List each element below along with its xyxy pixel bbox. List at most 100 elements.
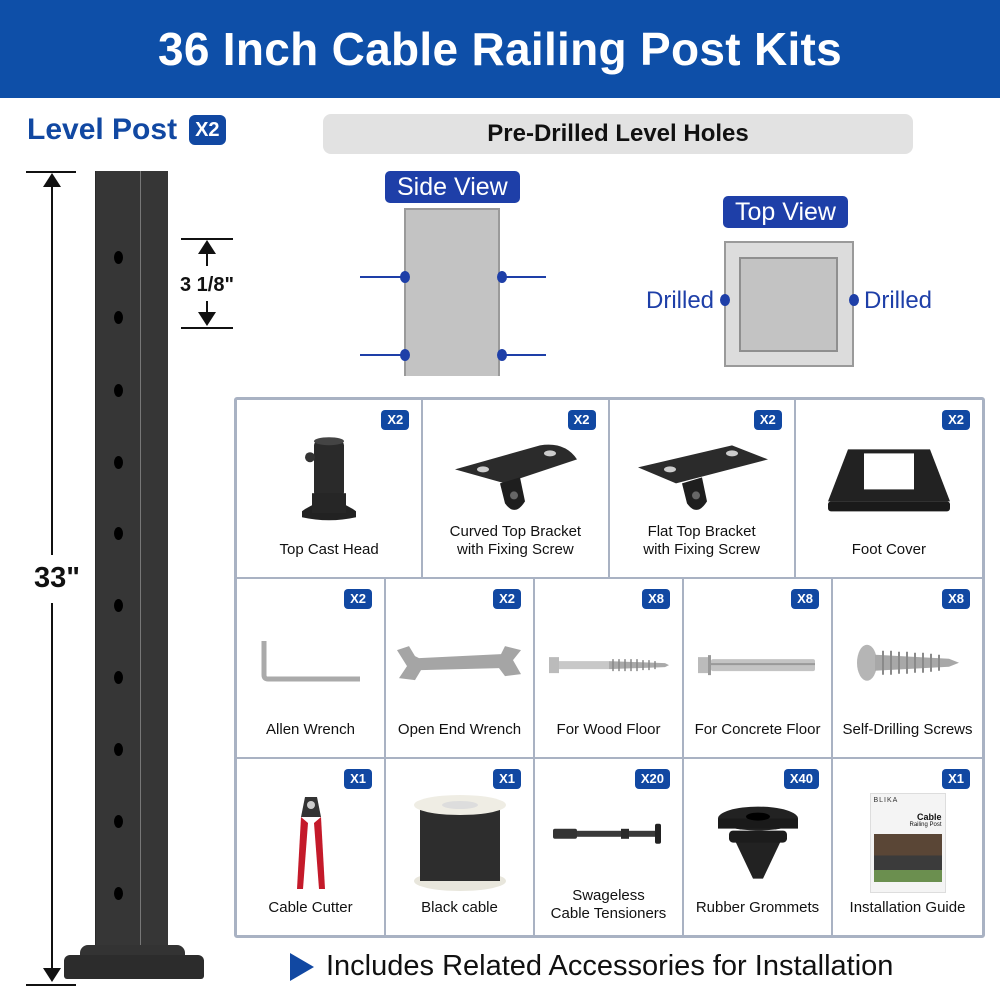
part-cell-black-cable: X1 Black cable [386,759,535,935]
qty-badge: X1 [942,769,970,789]
qty-badge: X20 [634,769,670,789]
part-label: For Concrete Floor [694,721,821,738]
parts-row: X2 Allen Wrench X2 Open End Wrench X8 Fo… [237,579,982,759]
qty-badge: X8 [791,589,819,609]
cable-line [500,276,546,278]
self-drilling-screw-icon [856,644,959,681]
parts-row: X1 Cable Cutter X1 Black cable X20 [237,759,982,935]
part-label: Rubber Grommets [695,899,820,916]
drill-hole-marker [497,271,507,283]
level-post-image [95,171,168,961]
height-arrow-down-icon [43,968,61,982]
top-cast-head-icon [302,436,357,520]
allen-wrench-icon [261,641,360,682]
cable-cutter-icon [296,797,325,889]
spacing-dim-stem-upper [206,252,208,266]
post-hole [114,251,123,264]
top-view-inner-square [739,257,838,352]
part-cell-concrete-floor-anchor: X8 For Concrete Floor [684,579,833,757]
height-dim-bottom-tick [26,984,76,986]
accessories-note: Includes Related Accessories for Install… [290,950,893,983]
qty-badge: X1 [344,769,372,789]
qty-badge: X40 [783,769,819,789]
qty-badge: X8 [942,589,970,609]
part-label: Black cable [421,899,498,916]
spacing-dim-bottom-tick [181,327,233,329]
drill-hole-marker [400,349,410,361]
part-label: Installation Guide [849,899,966,916]
part-cell-top-cast-head: X2 Top Cast Head [237,400,424,577]
part-label: Open End Wrench [397,721,522,738]
part-cell-cable-cutter: X1 Cable Cutter [237,759,386,935]
post-hole [114,384,123,397]
part-label: Cable Cutter [268,899,353,916]
part-cell-open-end-wrench: X2 Open End Wrench [386,579,535,757]
cable-spool-icon [413,795,506,891]
flat-bracket-icon [637,444,768,510]
drill-hole-marker [497,349,507,361]
part-cell-wood-floor-screw: X8 For Wood Floor [535,579,684,757]
level-post-label: Level Post [27,113,178,146]
guide-brand: BLIKA [873,797,899,804]
post-hole [114,743,123,756]
page-title: 36 Inch Cable Railing Post Kits [157,23,843,75]
tensioner-icon [552,823,661,844]
guide-title: Cable [916,812,942,822]
cable-line [360,354,406,356]
side-view-diagram [404,208,500,376]
spacing-arrow-down-icon [198,312,216,326]
accessories-note-text: Includes Related Accessories for Install… [326,950,894,982]
qty-badge: X2 [942,410,970,430]
post-hole [114,527,123,540]
foot-cover-icon [827,448,950,511]
qty-badge: X2 [344,589,372,609]
post-hole [114,815,123,828]
lag-screw-icon [548,657,669,674]
top-view-label: Top View [723,196,848,228]
spacing-dim-stem-lower [206,301,208,313]
part-cell-foot-cover: X2 Foot Cover [796,400,982,577]
guide-subtitle: Railing Post [909,822,942,828]
part-label: Top Cast Head [279,541,379,558]
height-arrow-up-icon [43,173,61,187]
post-base-plate [64,955,204,979]
part-label: Foot Cover [851,541,926,558]
spacing-dimension-label: 3 1/8" [180,274,234,296]
spacing-arrow-up-icon [198,240,216,254]
drill-hole-marker [400,271,410,283]
part-cell-self-drilling-screws: X8 Self-Drilling Screws [833,579,982,757]
level-post-heading: Level Post X2 [27,113,226,147]
post-hole [114,311,123,324]
cable-line [360,276,406,278]
play-triangle-icon [290,952,314,981]
qty-badge: X1 [493,769,521,789]
side-view-label: Side View [385,171,520,203]
qty-badge: X2 [381,410,410,430]
height-dimension-label: 33" [34,562,81,594]
part-label: Self-Drilling Screws [842,721,973,738]
anchor-bolt-icon [697,655,815,676]
height-dim-line-lower [51,603,53,970]
qty-badge: X8 [642,589,670,609]
part-label: For Wood Floor [556,721,661,738]
drill-hole-marker [720,294,730,306]
drilled-label-right: Drilled [864,287,933,314]
cable-line [500,354,546,356]
qty-badge: X2 [753,410,782,430]
grommet-icon [717,806,798,879]
post-hole [114,887,123,900]
qty-badge: X2 [567,410,596,430]
post-hole [114,599,123,612]
qty-badge: X2 [493,589,521,609]
post-hole [114,671,123,684]
post-hole [114,456,123,469]
drill-hole-marker [849,294,859,306]
